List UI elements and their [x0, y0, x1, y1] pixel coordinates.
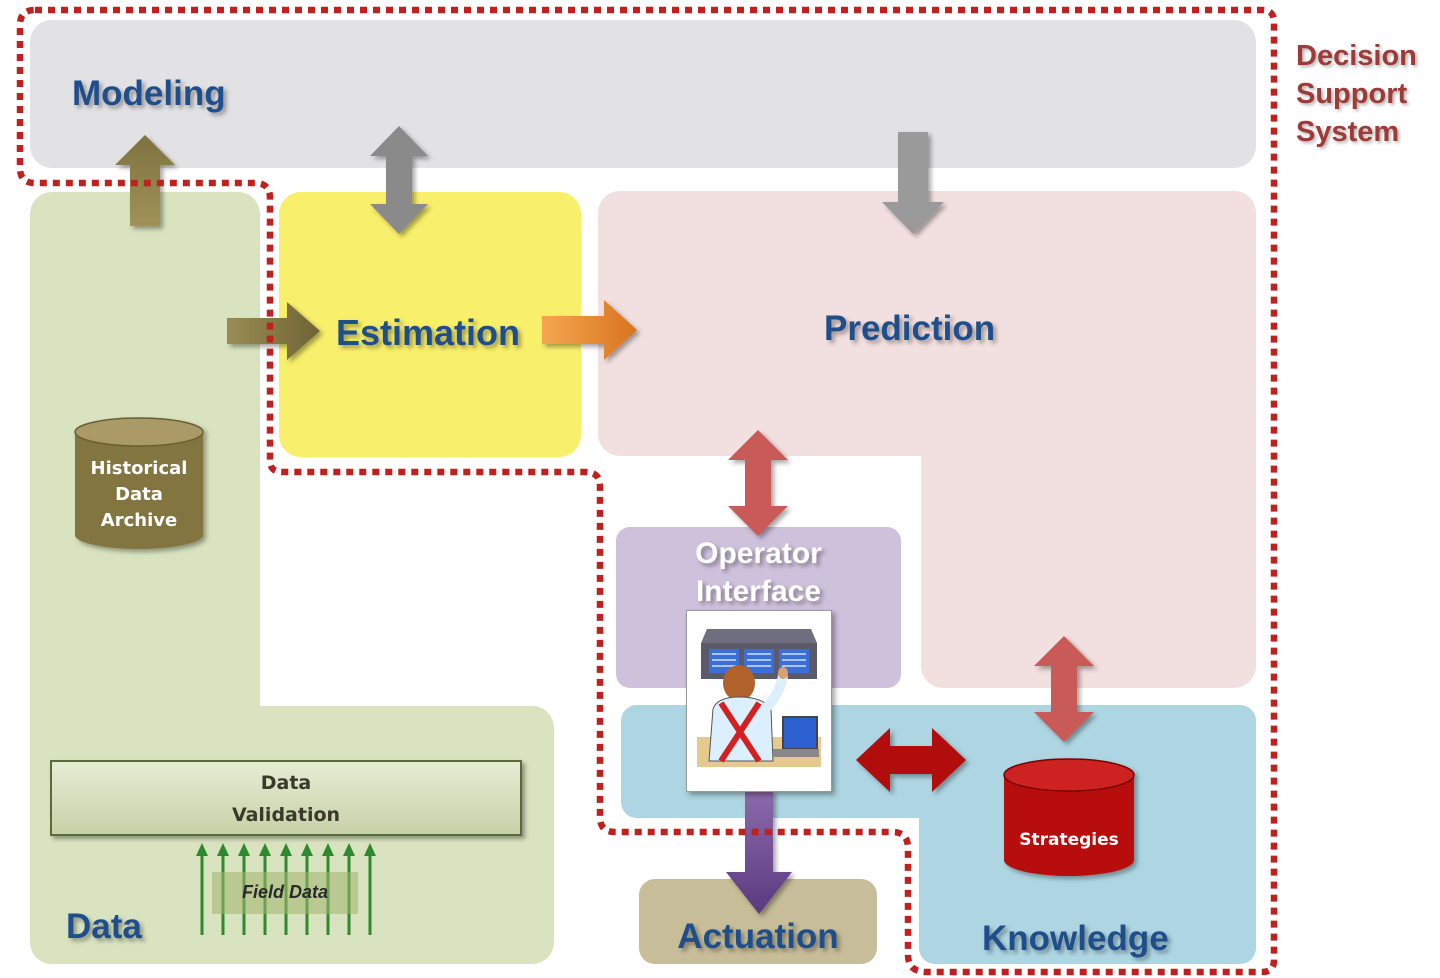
historical-archive-label: Historical Data Archive: [75, 458, 203, 538]
dss-boundary: [16, 6, 1278, 976]
data-validation-line1: Data: [260, 772, 312, 794]
actuation-title: Actuation: [677, 917, 839, 956]
olive-right-arrow-icon: [227, 302, 320, 360]
orange-right-arrow-icon: [542, 300, 637, 360]
dss-line2: Support: [1296, 78, 1408, 110]
prediction-region: [598, 191, 1256, 688]
purple-down-arrow-icon: [726, 790, 792, 914]
operator-interface-title-line2: Interface: [695, 575, 822, 608]
estimation-region: [279, 192, 581, 457]
dss-line3: System: [1296, 116, 1400, 148]
red-double-arrow-icon: [856, 728, 966, 792]
modeling-title: Modeling: [72, 74, 226, 113]
historical-line3: Archive: [100, 510, 178, 531]
estimation-title: Estimation: [336, 312, 521, 353]
strategies-text: Strategies: [1019, 830, 1119, 850]
gray-down-arrow-icon: [882, 132, 944, 234]
dss-title: Decision Support System: [1296, 37, 1417, 151]
field-data-label: Field Data: [212, 872, 358, 914]
historical-line2: Data: [115, 484, 163, 505]
database-cylinder-icon: [1003, 758, 1135, 876]
prediction-title: Prediction: [824, 309, 996, 348]
data-title: Data: [66, 907, 142, 946]
gray-double-arrow-icon: [370, 126, 428, 234]
red-double-arrow-icon: [1034, 636, 1094, 742]
operator-clipart-icon: [686, 610, 832, 792]
database-cylinder-icon: [74, 417, 204, 549]
operator-interface-title-line1: Operator: [695, 537, 822, 570]
field-data-text: Field Data: [241, 882, 329, 902]
dss-line1: Decision: [1296, 40, 1417, 72]
data-validation-line2: Validation: [231, 804, 341, 826]
modeling-region: [30, 20, 1256, 168]
historical-line1: Historical: [90, 458, 188, 479]
knowledge-title: Knowledge: [982, 919, 1169, 958]
red-double-arrow-icon: [728, 430, 788, 536]
data-validation-box: Data Validation: [50, 760, 522, 836]
